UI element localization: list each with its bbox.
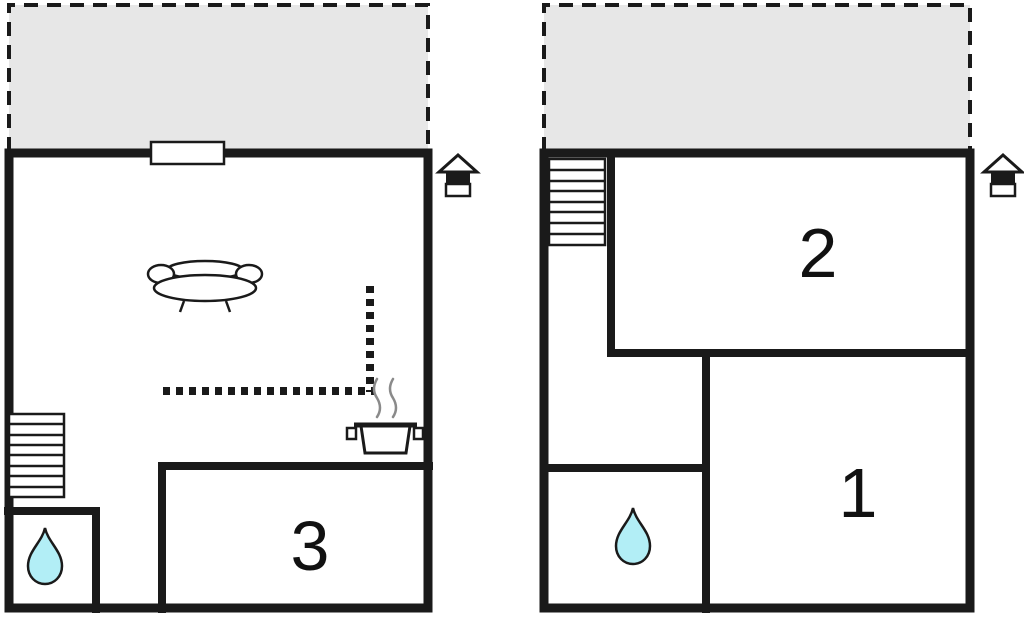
left-floorplan: 3: [4, 3, 481, 613]
exterior-wall: [4, 148, 433, 613]
water-drop-icon: [614, 507, 652, 566]
house-roof: [980, 152, 1024, 174]
steam-wave-left: [372, 377, 382, 419]
entrance-house-icon: [435, 152, 481, 198]
room-2-wall: [607, 149, 974, 357]
stairs-treads: [549, 168, 605, 236]
sofa-seat: [152, 273, 258, 303]
stairs-icon: [7, 412, 66, 499]
sofa-icon: [146, 259, 264, 313]
window: [149, 140, 226, 166]
pot-handle-right: [412, 426, 425, 441]
room-2-label: 2: [799, 214, 838, 292]
kitchen-divider: [163, 286, 375, 395]
sofa-leg-right: [224, 300, 232, 313]
room-3-label: 3: [291, 507, 330, 585]
terrace-area: [9, 5, 428, 150]
terrace-dashed-boundary: [542, 3, 972, 151]
pot-handle-left: [345, 426, 358, 441]
stairs-icon: [547, 157, 607, 247]
pot-body: [359, 424, 412, 455]
house-roof: [435, 152, 481, 174]
house-band: [446, 171, 470, 184]
house-base: [444, 182, 472, 198]
stove-icon: [345, 377, 425, 455]
house-base: [989, 182, 1017, 198]
water-drop-icon: [26, 527, 64, 586]
terrace-dashed-boundary: [7, 3, 430, 151]
right-floorplan: 2 1: [539, 3, 1024, 613]
room-1-label: 1: [839, 454, 878, 532]
bathroom-wall: [4, 507, 100, 613]
sofa-leg-left: [178, 300, 186, 313]
stairs-treads: [9, 422, 64, 489]
terrace-area: [544, 5, 970, 150]
room-3-wall: [158, 462, 433, 613]
house-band: [991, 171, 1015, 184]
steam-wave-right: [388, 377, 398, 419]
entrance-house-icon: [980, 152, 1024, 198]
